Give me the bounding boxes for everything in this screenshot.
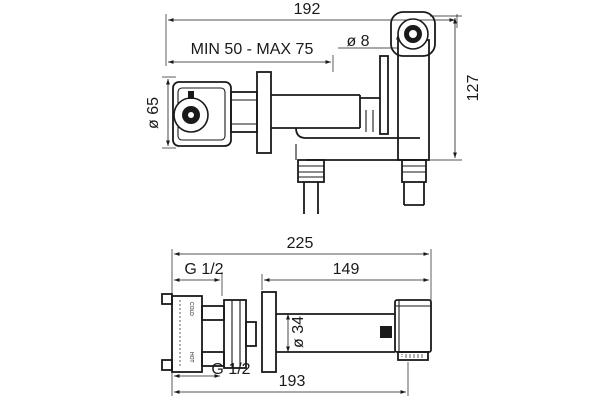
dimension-193-label: 193 [279, 373, 306, 390]
hose-connector-left [297, 159, 325, 214]
dimension-149-label: 149 [333, 261, 360, 278]
mixer-body-bottom: COLD HOT [161, 291, 277, 373]
spout-top [271, 94, 420, 161]
plate-diameter-label: ø 65 [145, 97, 162, 129]
dimension-225: 225 [171, 235, 432, 302]
dimension-spout-diameter: ø 34 [286, 314, 307, 352]
dimension-193: 193 [171, 362, 409, 396]
thread-top-label: G 1/2 [184, 261, 223, 278]
valve-body-top [172, 71, 272, 154]
dimension-192-label: 192 [294, 1, 321, 18]
thread-bottom-label: G 1/2 [211, 361, 250, 378]
dimension-149: 149 [261, 261, 429, 290]
outlet-diameter-label: ø 8 [346, 33, 369, 50]
body-mark-hot: HOT [188, 352, 194, 363]
dimension-thread-top: G 1/2 [174, 261, 224, 296]
spout-bottom [276, 313, 395, 353]
dimension-thread-bottom: G 1/2 [174, 361, 251, 378]
dimension-127-label: 127 [465, 75, 482, 102]
bottom-view: 225 G 1/2 149 ø 34 G 1/2 19 [161, 235, 432, 396]
top-view: 192 MIN 50 - MAX 75 ø 8 ø 65 127 [145, 1, 482, 214]
body-mark-cold: COLD [188, 302, 194, 316]
spout-diameter-label: ø 34 [290, 316, 307, 348]
installation-range-label: MIN 50 - MAX 75 [191, 41, 314, 58]
hose-connector-right [401, 159, 427, 206]
dimension-outlet-diameter: ø 8 [338, 33, 400, 50]
shower-head-bottom [394, 299, 432, 361]
dimension-127: 127 [430, 15, 482, 161]
dimension-installation-range: MIN 50 - MAX 75 [168, 41, 334, 72]
shower-head-top [379, 11, 436, 161]
dimension-plate-diameter: ø 65 [145, 76, 176, 149]
dimension-225-label: 225 [287, 235, 314, 252]
